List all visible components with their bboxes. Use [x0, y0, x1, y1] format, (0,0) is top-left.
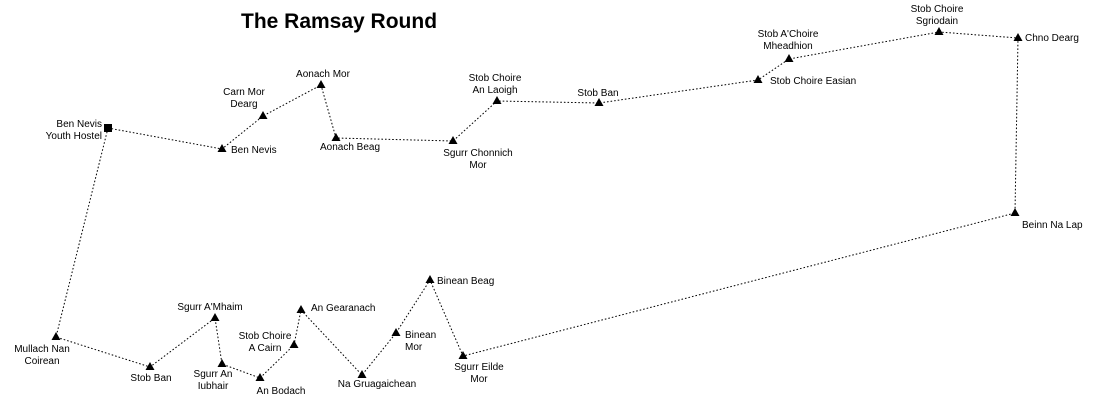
summit-markers	[51, 27, 1023, 381]
summit-label-line: Stob A'Choire	[758, 29, 819, 40]
summit-label-line: Mor	[405, 342, 423, 353]
summit-label-line: Sgriodain	[916, 16, 958, 27]
summit-label-line: Youth Hostel	[46, 131, 102, 142]
summit-label-line: Chno Dearg	[1025, 33, 1079, 44]
summit-label-beinn-na-lap: Beinn Na Lap	[1022, 220, 1083, 231]
summit-label-na-gruagaichean: Na Gruagaichean	[338, 379, 416, 390]
triangle-summit-icon	[784, 54, 794, 62]
triangle-summit-icon	[331, 133, 341, 141]
summit-label-line: Aonach Mor	[296, 69, 351, 80]
summit-label-stob-ban-south: Stob Ban	[130, 373, 171, 384]
summit-label-aonach-mor: Aonach Mor	[296, 69, 351, 80]
triangle-summit-icon	[357, 370, 367, 378]
summit-label-stob-ban-north: Stob Ban	[577, 88, 618, 99]
summit-label-line: Dearg	[230, 99, 257, 110]
summit-label-sgurr-a-mhaim: Sgurr A'Mhaim	[177, 302, 242, 313]
triangle-summit-icon	[448, 136, 458, 144]
triangle-summit-icon	[753, 75, 763, 83]
triangle-summit-icon	[255, 373, 265, 381]
summit-label-line: Na Gruagaichean	[338, 379, 416, 390]
triangle-summit-icon	[217, 359, 227, 367]
triangle-summit-icon	[217, 144, 227, 152]
summit-label-line: Ben Nevis	[56, 119, 102, 130]
summit-label-line: An Gearanach	[311, 303, 376, 314]
square-marker-icon	[104, 124, 112, 132]
route-line	[55, 31, 1019, 379]
map-title: The Ramsay Round	[241, 10, 437, 33]
summit-label-line: Sgurr A'Mhaim	[177, 302, 242, 313]
summit-label-ben-nevis: Ben Nevis	[231, 145, 277, 156]
summit-label-line: A Cairn	[249, 343, 282, 354]
summit-label-line: Mheadhion	[763, 41, 812, 52]
summit-label-line: Stob Ban	[130, 373, 171, 384]
summit-label-chno-dearg: Chno Dearg	[1025, 33, 1079, 44]
triangle-summit-icon	[145, 362, 155, 370]
summit-label-line: Ben Nevis	[231, 145, 277, 156]
summit-label-line: Beinn Na Lap	[1022, 220, 1083, 231]
summit-label-an-gearanach: An Gearanach	[311, 303, 376, 314]
summit-label-line: Stob Ban	[577, 88, 618, 99]
triangle-summit-icon	[594, 98, 604, 106]
triangle-summit-icon	[492, 96, 502, 104]
triangle-summit-icon	[1013, 33, 1023, 41]
summit-label-line: Aonach Beag	[320, 142, 380, 153]
summit-label-an-bodach: An Bodach	[257, 386, 306, 397]
summit-label-line: An Bodach	[257, 386, 306, 397]
summit-label-line: Iubhair	[198, 381, 229, 392]
triangle-summit-icon	[316, 80, 326, 88]
summit-label-line: Binean Beag	[437, 276, 494, 287]
summit-label-line: Binean	[405, 330, 436, 341]
summit-label-binnein-beag: Binean Beag	[437, 276, 494, 287]
summit-label-line: Sgurr Eilde	[454, 362, 504, 373]
summit-label-line: Stob Choire	[911, 4, 964, 15]
triangle-summit-icon	[51, 332, 61, 340]
summit-label-line: Stob Choire	[239, 331, 292, 342]
summit-label-line: Mullach Nan	[14, 344, 70, 355]
summit-label-line: An Laoigh	[472, 85, 517, 96]
summit-label-aonach-beag: Aonach Beag	[320, 142, 380, 153]
triangle-summit-icon	[425, 275, 435, 283]
summit-label-line: Mor	[469, 160, 487, 171]
triangle-summit-icon	[934, 27, 944, 35]
summit-label-line: Carn Mor	[223, 87, 265, 98]
triangle-summit-icon	[458, 351, 468, 359]
summit-label-line: Sgurr Chonnich	[443, 148, 512, 159]
summit-label-stob-choire-easain: Stob Choire Easian	[770, 76, 856, 87]
triangle-summit-icon	[1010, 208, 1020, 216]
triangle-summit-icon	[258, 111, 268, 119]
summit-label-line: Stob Choire Easian	[770, 76, 856, 87]
summit-label-line: Mor	[470, 374, 488, 385]
triangle-summit-icon	[391, 328, 401, 336]
summit-label-line: Coirean	[24, 356, 59, 367]
summit-label-line: Sgurr An	[194, 369, 233, 380]
summit-label-line: Stob Choire	[469, 73, 522, 84]
triangle-summit-icon	[289, 340, 299, 348]
triangle-summit-icon	[296, 305, 306, 313]
triangle-summit-icon	[210, 313, 220, 321]
